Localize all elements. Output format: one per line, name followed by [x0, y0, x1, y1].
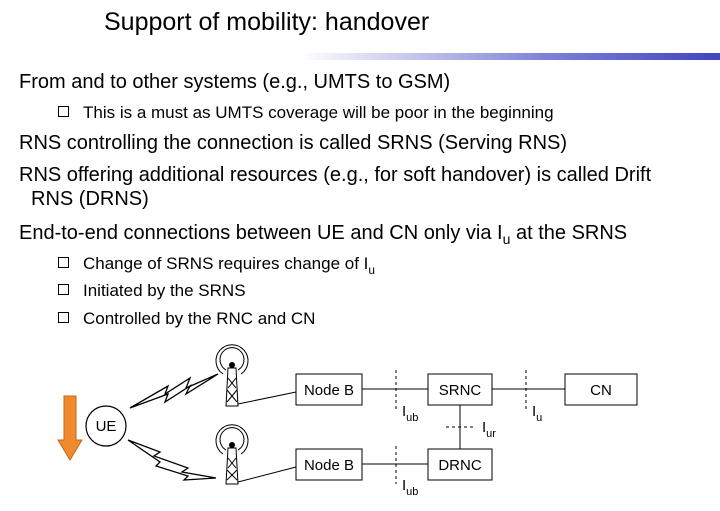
- drnc-label: DRNC: [438, 457, 481, 474]
- sub-bullet-2-pre: Change of SRNS requires change of I: [83, 254, 369, 273]
- srnc-box: [427, 373, 493, 406]
- iur-label: Iur: [482, 419, 496, 440]
- antenna-top-icon: [215, 344, 249, 407]
- radio-link-top-icon: [129, 373, 219, 409]
- checkbox-bullet-icon: [58, 106, 69, 117]
- cn-label: CN: [590, 382, 612, 399]
- ue-circle: [85, 405, 127, 447]
- movement-arrow-icon: [57, 395, 83, 461]
- sub-bullet-2-sub: u: [368, 263, 376, 277]
- sub-bullet-4: Controlled by the RNC and CN: [58, 308, 315, 330]
- title-underline-bar: [300, 53, 720, 60]
- sub-bullet-2: Change of SRNS requires change of Iu: [58, 253, 376, 277]
- radio-link-bottom-icon: [127, 439, 217, 481]
- checkbox-bullet-icon: [58, 284, 69, 295]
- sub-bullet-3-text: Initiated by the SRNS: [83, 281, 246, 300]
- antenna-bottom-icon: [215, 424, 249, 485]
- bullet-1: From and to other systems (e.g., UMTS to…: [19, 71, 451, 93]
- drnc-box: [427, 448, 493, 481]
- bullet-4-sub: u: [502, 231, 511, 247]
- srnc-label: SRNC: [439, 382, 482, 399]
- bullet-3: RNS offering additional resources (e.g.,…: [19, 163, 651, 211]
- ue-label: UE: [96, 418, 117, 435]
- sub-bullet-1: This is a must as UMTS coverage will be …: [58, 102, 554, 124]
- sub-bullet-1-text: This is a must as UMTS coverage will be …: [83, 103, 554, 122]
- bullet-2: RNS controlling the connection is called…: [19, 132, 568, 154]
- iub-top-label: Iub: [402, 403, 418, 424]
- sub-bullet-3: Initiated by the SRNS: [58, 280, 246, 302]
- bullet-3-line2: RNS (DRNS): [31, 188, 149, 210]
- bullet-4: End-to-end connections between UE and CN…: [19, 221, 628, 247]
- checkbox-bullet-icon: [58, 257, 69, 268]
- node-b-top-label: Node B: [304, 382, 354, 399]
- node-b-top-box: [295, 373, 363, 406]
- sub-bullet-4-text: Controlled by the RNC and CN: [83, 309, 316, 328]
- slide-title: Support of mobility: handover: [104, 8, 430, 36]
- bullet-4-post: at the SRNS: [510, 222, 628, 244]
- bullet-4-pre: End-to-end connections between UE and CN…: [19, 222, 503, 244]
- bullet-3-line1: RNS offering additional resources (e.g.,…: [19, 164, 652, 186]
- iu-label: Iu: [532, 403, 542, 424]
- node-b-bottom-label: Node B: [304, 457, 354, 474]
- checkbox-bullet-icon: [58, 312, 69, 323]
- iub-bottom-label: Iub: [402, 477, 418, 498]
